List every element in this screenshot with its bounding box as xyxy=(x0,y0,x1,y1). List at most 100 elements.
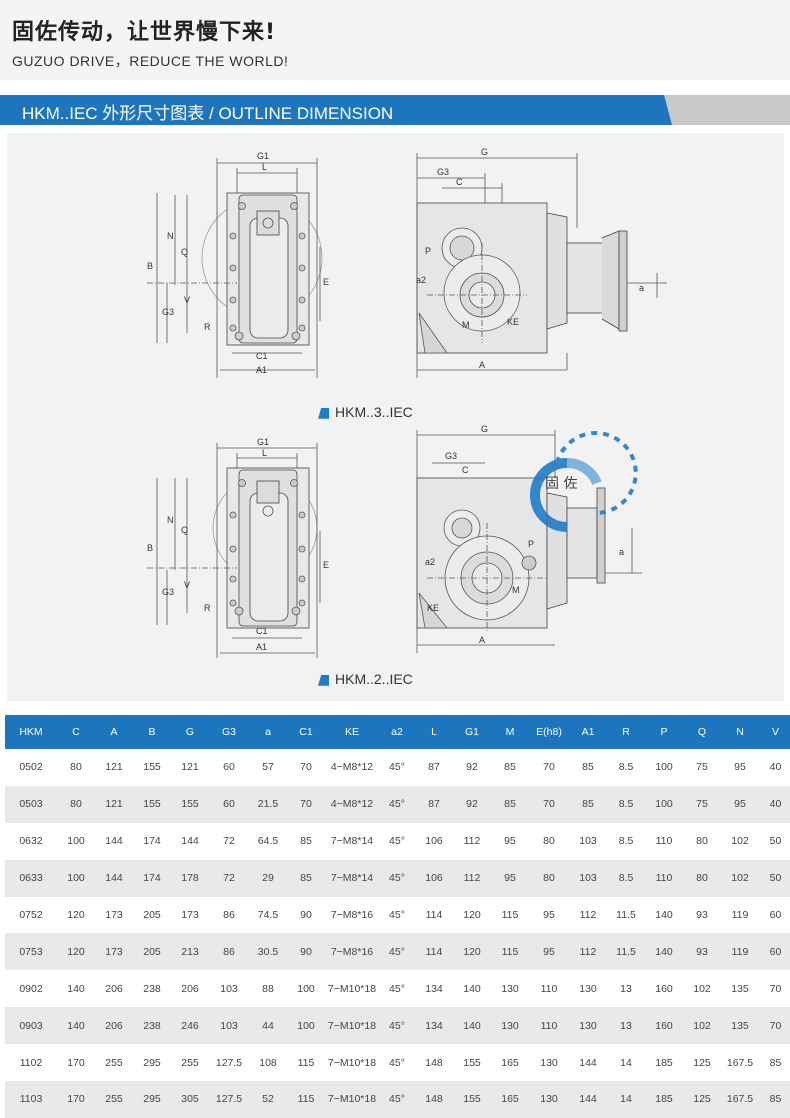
table-cell: 70 xyxy=(287,749,325,786)
dim-n-b: N xyxy=(167,515,174,525)
table-cell: 120 xyxy=(453,933,491,971)
table-cell: 11.5 xyxy=(607,933,645,971)
slogan-english: GUZUO DRIVE，REDUCE THE WORLD! xyxy=(12,53,289,69)
table-cell: 7−M8*14 xyxy=(325,859,379,897)
column-header: G3 xyxy=(209,715,249,749)
table-cell: 4−M8*12 xyxy=(325,749,379,786)
table-cell: 140 xyxy=(57,970,95,1008)
table-cell: 108 xyxy=(249,1044,287,1082)
bottom-front-view xyxy=(147,443,321,658)
table-cell: 102 xyxy=(721,859,759,897)
table-cell: 174 xyxy=(133,859,171,897)
table-cell: 85 xyxy=(491,749,529,786)
table-cell: 121 xyxy=(95,785,133,823)
dim-q: Q xyxy=(181,247,188,257)
table-cell: 86 xyxy=(209,933,249,971)
table-cell: 155 xyxy=(133,749,171,786)
table-cell: 115 xyxy=(491,896,529,934)
dim-c1-b: C1 xyxy=(256,626,268,636)
caption-bullet-icon xyxy=(318,674,329,686)
dim-l: L xyxy=(262,162,267,172)
table-cell: 185 xyxy=(645,1081,683,1118)
dim-c-b: C xyxy=(462,465,469,475)
table-cell: 130 xyxy=(569,1007,607,1045)
table-cell: 14 xyxy=(607,1081,645,1118)
table-cell: 85 xyxy=(491,785,529,823)
table-cell: 72 xyxy=(209,859,249,897)
table-cell: 87 xyxy=(415,749,453,786)
table-cell: 100 xyxy=(287,1007,325,1045)
table-cell: 7−M10*18 xyxy=(325,1007,379,1045)
table-cell: 173 xyxy=(95,933,133,971)
column-header: R xyxy=(607,715,645,749)
table-cell: 87 xyxy=(415,785,453,823)
table-cell: 100 xyxy=(287,970,325,1008)
caption-hkm2-text: HKM..2..IEC xyxy=(335,671,413,687)
table-cell: 90 xyxy=(287,896,325,934)
table-cell: 125 xyxy=(683,1081,721,1118)
table-cell: 238 xyxy=(133,970,171,1008)
column-header: B xyxy=(133,715,171,749)
column-header: HKM xyxy=(5,715,57,749)
table-cell: 135 xyxy=(721,970,759,1008)
table-cell: 165 xyxy=(491,1044,529,1082)
dim-g: G xyxy=(481,147,488,157)
table-cell: 255 xyxy=(95,1044,133,1082)
table-cell: 7−M10*18 xyxy=(325,1081,379,1118)
table-cell: 205 xyxy=(133,896,171,934)
table-cell: 0503 xyxy=(5,785,57,823)
table-cell: 144 xyxy=(95,859,133,897)
table-cell: 95 xyxy=(491,822,529,860)
dim-b-b: B xyxy=(147,543,153,553)
dim-a-small-b: a xyxy=(619,547,624,557)
dim-a1: A1 xyxy=(256,365,267,375)
table-cell: 72 xyxy=(209,822,249,860)
caption-hkm3: HKM..3..IEC xyxy=(318,404,413,420)
table-cell: 8.5 xyxy=(607,785,645,823)
dim-r: R xyxy=(204,322,211,332)
table-cell: 160 xyxy=(645,970,683,1008)
table-cell: 110 xyxy=(529,970,569,1008)
column-header: G xyxy=(171,715,209,749)
table-cell: 119 xyxy=(721,933,759,971)
table-cell: 255 xyxy=(171,1044,209,1082)
table-cell: 29 xyxy=(249,859,287,897)
table-cell: 92 xyxy=(453,749,491,786)
dim-g-b: G xyxy=(481,424,488,434)
table-cell: 4−M8*12 xyxy=(325,785,379,823)
caption-hkm2: HKM..2..IEC xyxy=(318,671,413,687)
column-header: G1 xyxy=(453,715,491,749)
table-cell: 7−M8*16 xyxy=(325,896,379,934)
table-cell: 130 xyxy=(529,1044,569,1082)
table-cell: 114 xyxy=(415,896,453,934)
table-cell: 155 xyxy=(453,1044,491,1082)
dim-c1: C1 xyxy=(256,351,268,361)
table-cell: 45° xyxy=(379,933,415,971)
table-cell: 45° xyxy=(379,749,415,786)
table-cell: 173 xyxy=(95,896,133,934)
dim-a2: a2 xyxy=(416,275,426,285)
column-header: A1 xyxy=(569,715,607,749)
table-cell: 74.5 xyxy=(249,896,287,934)
section-banner xyxy=(0,95,790,125)
dim-a-big: A xyxy=(479,360,485,370)
table-cell: 130 xyxy=(529,1081,569,1118)
dim-e-b: E xyxy=(323,560,329,570)
table-cell: 121 xyxy=(171,749,209,786)
column-header: L xyxy=(415,715,453,749)
watermark-text: 固 佐 xyxy=(545,476,577,492)
table-cell: 148 xyxy=(415,1044,453,1082)
dim-m-b: M xyxy=(512,585,520,595)
table-cell: 170 xyxy=(57,1044,95,1082)
table-cell: 178 xyxy=(171,859,209,897)
table-cell: 115 xyxy=(287,1081,325,1118)
table-cell: 8.5 xyxy=(607,822,645,860)
